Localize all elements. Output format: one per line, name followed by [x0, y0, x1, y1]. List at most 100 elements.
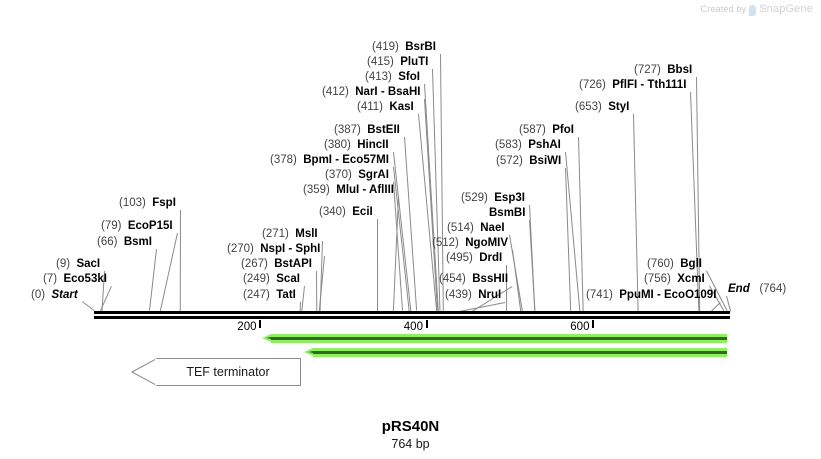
site-enzyme-name: BsaHI: [387, 86, 421, 98]
ruler-tick: [259, 320, 262, 328]
enzyme-site-label[interactable]: (583) PshAI: [495, 139, 561, 151]
site-name-separator: -: [332, 154, 343, 166]
sequence-end-label[interactable]: End (764): [728, 283, 786, 295]
enzyme-site-label[interactable]: (380) HincII: [324, 139, 389, 151]
plasmid-length: 764 bp: [391, 437, 430, 451]
enzyme-site-label[interactable]: (587) PfoI: [519, 124, 574, 136]
enzyme-site-label[interactable]: (387) BstEII: [334, 124, 400, 136]
site-enzyme-name: Tth111I: [647, 79, 687, 91]
green-feature-arrow-upper[interactable]: [262, 334, 727, 343]
site-enzyme-name: BsiWI: [529, 155, 562, 167]
ruler-tick-label: 400: [403, 321, 423, 333]
site-enzyme-name: HincII: [357, 139, 389, 151]
enzyme-site-label[interactable]: (413) SfoI: [365, 71, 420, 83]
enzyme-site-label[interactable]: (270) NspI - SphI: [227, 243, 320, 255]
site-enzyme-name: BstAPI: [274, 258, 312, 270]
enzyme-site-label[interactable]: (439) NruI: [445, 289, 501, 301]
enzyme-site-label[interactable]: (370) SgrAI: [325, 169, 389, 181]
site-enzyme-name: SphI: [295, 243, 321, 255]
enzyme-site-label[interactable]: BsmBI: [489, 207, 525, 219]
site-position: (247): [243, 289, 270, 301]
enzyme-site-label[interactable]: (7) Eco53kI: [43, 273, 107, 285]
enzyme-site-label[interactable]: (760) BglI: [647, 258, 702, 270]
snapgene-logo-icon: [749, 4, 757, 16]
enzyme-site-label[interactable]: (514) NaeI: [447, 222, 505, 234]
enzyme-site-label[interactable]: (267) BstAPI: [241, 258, 312, 270]
terminator-label: TEF terminator: [186, 365, 270, 379]
enzyme-site-label[interactable]: (340) EciI: [319, 206, 373, 218]
site-enzyme-name: PflFI: [612, 79, 638, 91]
watermark-prefix: Created by: [700, 4, 747, 14]
site-position: (587): [519, 124, 546, 136]
enzyme-site-label[interactable]: (271) MslI: [262, 228, 318, 240]
site-enzyme-name: Esp3I: [494, 192, 525, 204]
site-enzyme-name: ScaI: [276, 273, 300, 285]
enzyme-site-label[interactable]: (249) ScaI: [243, 273, 300, 285]
site-enzyme-name: BbsI: [667, 64, 693, 76]
site-enzyme-name: BstEII: [367, 124, 400, 136]
site-enzyme-name: Start: [51, 289, 78, 301]
site-enzyme-name: FspI: [152, 197, 176, 209]
site-enzyme-name: SgrAI: [358, 169, 389, 181]
snapgene-watermark: Created by SnapGene: [700, 3, 813, 16]
enzyme-site-label[interactable]: (727) BbsI: [634, 64, 692, 76]
site-enzyme-name: Eco53kI: [63, 273, 107, 285]
enzyme-site-label[interactable]: (419) BsrBI: [372, 41, 436, 53]
enzyme-site-label[interactable]: (415) PluTI: [367, 56, 428, 68]
enzyme-site-label[interactable]: (9) SacI: [56, 258, 100, 270]
site-position: (756): [644, 273, 671, 285]
plasmid-title: pRS40N: [381, 418, 440, 435]
site-position: (760): [647, 258, 674, 270]
watermark-brand: SnapGene: [759, 3, 813, 15]
enzyme-site-label[interactable]: (741) PpuMI - EcoO109I: [586, 289, 716, 301]
enzyme-site-label[interactable]: (756) XcmI: [644, 273, 705, 285]
enzyme-site-label[interactable]: (247) TatI: [243, 289, 296, 301]
enzyme-site-label[interactable]: (378) BpmI - Eco57MI: [270, 154, 389, 166]
site-position: (370): [325, 169, 352, 181]
enzyme-site-label[interactable]: (411) KasI: [357, 101, 414, 113]
site-enzyme-name: SfoI: [398, 71, 420, 83]
site-enzyme-name: BsrBI: [405, 41, 436, 53]
enzyme-site-label[interactable]: (495) DrdI: [446, 252, 502, 264]
site-position: (741): [586, 289, 613, 301]
enzyme-site-label[interactable]: (0) Start: [31, 289, 78, 301]
site-enzyme-name: KasI: [389, 101, 414, 113]
site-enzyme-name: BsmBI: [489, 207, 526, 219]
site-position: (439): [445, 289, 472, 301]
backbone-strand-top: [94, 311, 730, 314]
site-position: (529): [461, 192, 488, 204]
ruler-tick: [592, 320, 595, 328]
enzyme-site-label[interactable]: (66) BsmI: [97, 236, 152, 248]
green-feature-arrow-lower[interactable]: [304, 348, 727, 357]
site-enzyme-name: EciI: [352, 206, 373, 218]
terminator-body: [155, 358, 301, 386]
site-enzyme-name: BglI: [680, 258, 702, 270]
site-enzyme-name: BpmI: [303, 154, 332, 166]
enzyme-site-label[interactable]: (726) PflFI - Tth111I: [579, 79, 686, 91]
enzyme-site-label[interactable]: (454) BssHII: [439, 273, 508, 285]
site-position: (380): [324, 139, 351, 151]
enzyme-site-label[interactable]: (512) NgoMIV: [432, 237, 508, 249]
site-position: (419): [372, 41, 399, 53]
site-position: (249): [243, 273, 270, 285]
end-name: End: [728, 283, 750, 295]
enzyme-site-label[interactable]: (653) StyI: [575, 101, 629, 113]
enzyme-site-label[interactable]: (359) MluI - AflIII: [303, 184, 394, 196]
arrow-head-core: [266, 337, 271, 339]
site-position: (79): [101, 220, 122, 232]
site-enzyme-name: PshAI: [528, 139, 561, 151]
site-enzyme-name: SacI: [76, 258, 101, 270]
site-position: (415): [367, 56, 394, 68]
site-position: (378): [270, 154, 297, 166]
tef-terminator-feature[interactable]: TEF terminator: [131, 358, 301, 386]
site-enzyme-name: DrdI: [479, 252, 503, 264]
enzyme-site-label[interactable]: (412) NarI - BsaHI: [322, 86, 420, 98]
enzyme-site-label[interactable]: (103) FspI: [119, 197, 176, 209]
site-position: (9): [56, 258, 71, 270]
enzyme-site-label[interactable]: (79) EcoP15I: [101, 220, 173, 232]
enzyme-site-label[interactable]: (529) Esp3I: [461, 192, 525, 204]
enzyme-site-label[interactable]: (572) BsiWI: [496, 155, 561, 167]
site-enzyme-name: BsmI: [123, 236, 152, 248]
site-enzyme-name: NaeI: [480, 222, 505, 234]
